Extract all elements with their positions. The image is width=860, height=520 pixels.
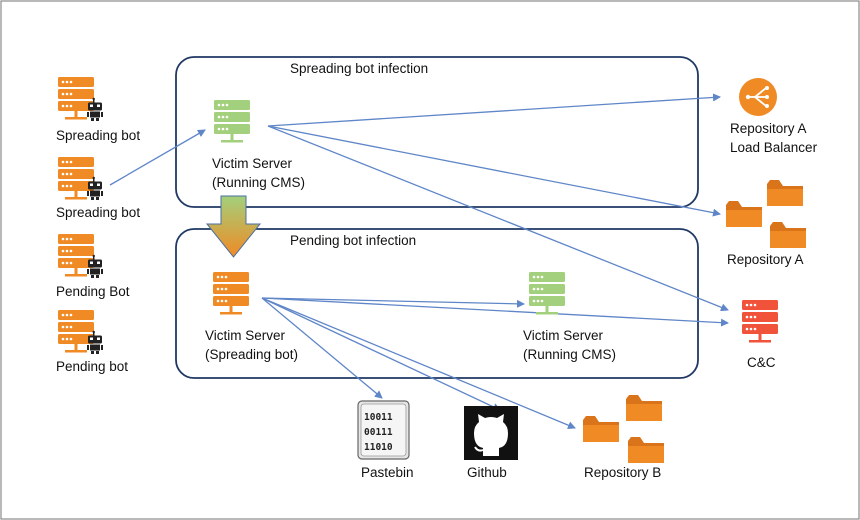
load-balancer-label-line2: Load Balancer (730, 140, 818, 155)
victim-server-spreading: Victim Server (Spreading bot) (205, 272, 298, 362)
folder-icon (583, 416, 619, 442)
arrow-to-pastebin (261, 297, 383, 399)
victim-label-line2: (Running CMS) (523, 347, 616, 362)
victim-label-line1: Victim Server (212, 156, 293, 171)
server-rack-icon (529, 272, 565, 315)
victim-label-line1: Victim Server (523, 328, 604, 343)
folder-icon (726, 201, 762, 227)
arrow-to-repository-b (261, 297, 576, 430)
svg-text:11010: 11010 (364, 442, 393, 453)
victim-label-line1: Victim Server (205, 328, 286, 343)
victim-label-line2: (Spreading bot) (205, 347, 298, 362)
load-balancer-icon (739, 78, 777, 116)
arrow-bot-to-victim (109, 129, 206, 186)
pastebin: 10011 00111 11010 Pastebin (357, 400, 414, 480)
bot-label: Pending bot (56, 359, 128, 374)
folder-icon (767, 180, 803, 206)
repository-a-load-balancer: Repository A Load Balancer (730, 78, 818, 155)
arrow-to-cnc-top (267, 125, 729, 312)
github-icon (464, 406, 518, 460)
pastebin-icon: 10011 00111 11010 (357, 400, 410, 460)
arrow-to-victim-cms (261, 297, 525, 308)
robot-icon (87, 176, 103, 200)
folder-icon (626, 395, 662, 421)
connector-arrows (109, 93, 729, 430)
bot-label: Pending Bot (56, 284, 130, 299)
svg-text:00111: 00111 (364, 427, 393, 438)
folder-icon (628, 437, 664, 463)
command-and-control: C&C (742, 300, 778, 370)
victim-label-line2: (Running CMS) (212, 175, 305, 190)
spreading-infection-title: Spreading bot infection (290, 61, 428, 76)
bot-label: Spreading bot (56, 205, 140, 220)
github: Github (464, 406, 518, 480)
left-bot-2: Spreading bot (56, 157, 140, 220)
bot-label: Spreading bot (56, 128, 140, 143)
arrow-to-load-balancer (267, 93, 721, 127)
infection-transition-arrow (205, 195, 262, 258)
arrow-to-cnc-bottom (261, 297, 729, 327)
left-bot-4: Pending bot (56, 310, 128, 374)
repository-a: Repository A (726, 180, 806, 267)
pastebin-label: Pastebin (361, 465, 414, 480)
pending-infection-box (175, 228, 699, 379)
server-rack-icon (213, 272, 249, 315)
left-bot-1: Spreading bot (56, 77, 140, 143)
load-balancer-label-line1: Repository A (730, 121, 807, 136)
repository-a-label: Repository A (727, 252, 804, 267)
repository-b-label: Repository B (584, 465, 661, 480)
server-rack-icon (742, 300, 778, 343)
pending-infection-title: Pending bot infection (290, 233, 416, 248)
arrow-to-github (261, 297, 501, 411)
server-rack-icon (214, 100, 250, 143)
repository-b: Repository B (583, 395, 664, 480)
spreading-infection-box (175, 56, 699, 208)
github-label: Github (467, 465, 507, 480)
left-bot-3: Pending Bot (56, 234, 130, 299)
svg-text:10011: 10011 (364, 412, 393, 423)
cnc-label: C&C (747, 355, 776, 370)
folder-icon (770, 222, 806, 248)
victim-server-cms-top: Victim Server (Running CMS) (212, 100, 305, 190)
victim-server-cms-bottom: Victim Server (Running CMS) (523, 272, 616, 362)
arrow-to-repository-a (267, 125, 721, 217)
